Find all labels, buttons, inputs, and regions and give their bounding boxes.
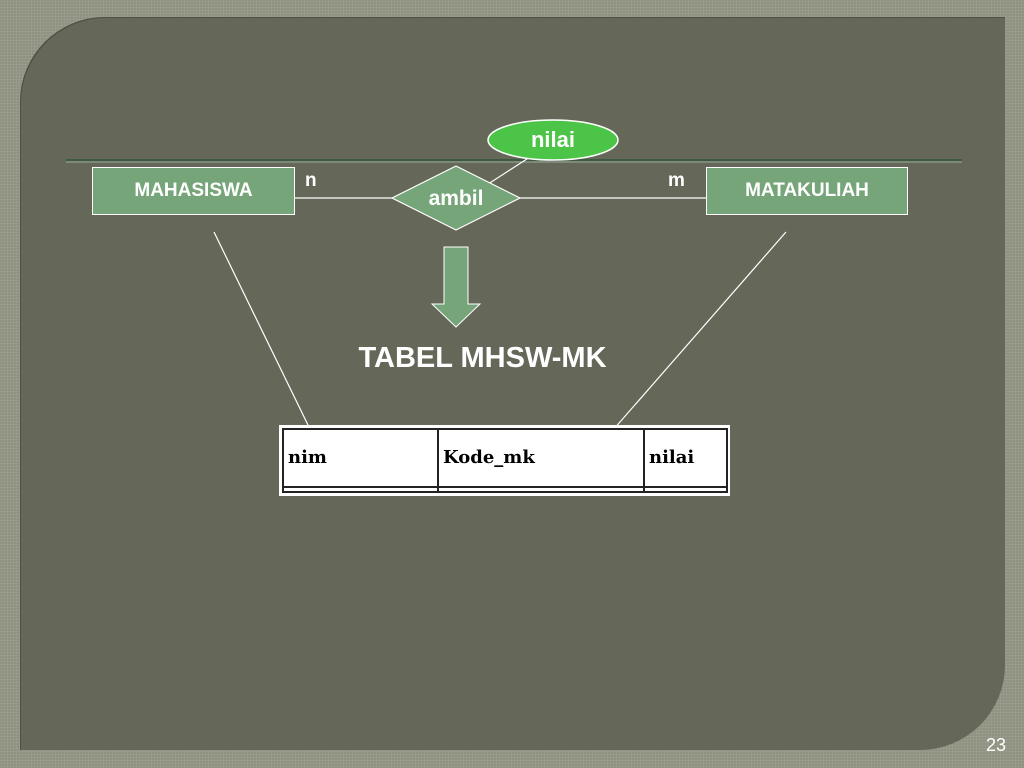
table-header-cell: nilai xyxy=(643,428,728,488)
entity-mahasiswa: MAHASISWA xyxy=(92,167,295,215)
attribute-label: nilai xyxy=(530,127,575,152)
relationship-label: ambil xyxy=(428,187,484,210)
down-arrow-icon xyxy=(430,246,482,328)
table-header-cell: Kode_mk xyxy=(437,428,645,488)
entity-matakuliah: MATAKULIAH xyxy=(706,167,908,215)
table-cell xyxy=(437,485,645,494)
cardinality-left: n xyxy=(305,170,317,191)
table-row xyxy=(282,485,728,494)
connector-attribute xyxy=(484,156,531,187)
attribute-ellipse xyxy=(487,119,619,161)
mapping-line-right xyxy=(584,231,787,463)
entity-mahasiswa-label: MAHASISWA xyxy=(134,180,253,201)
entity-matakuliah-label: MATAKULIAH xyxy=(745,180,869,201)
result-table: nim Kode_mk nilai xyxy=(279,425,730,496)
table-cell xyxy=(282,485,439,494)
slide-number: 23 xyxy=(985,735,1006,755)
table-title: TABEL MHSW-MK xyxy=(358,342,607,374)
relationship-diamond xyxy=(390,165,522,231)
cardinality-right: m xyxy=(668,170,685,191)
table-header-row: nim Kode_mk nilai xyxy=(282,428,728,488)
table-header-cell: nim xyxy=(282,428,439,488)
table-cell xyxy=(643,485,728,494)
mapping-line-left xyxy=(213,231,327,463)
